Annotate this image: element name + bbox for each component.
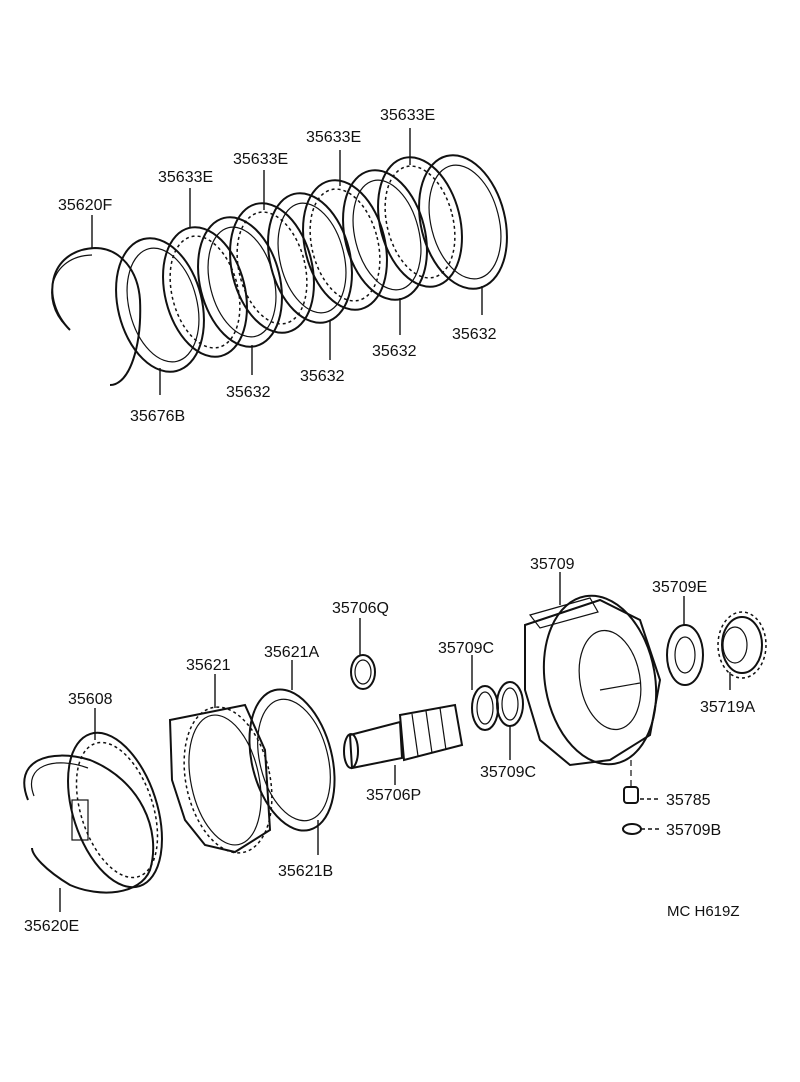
label-35709C-2: 35709C [480, 764, 536, 781]
clutch-pack-group: 35620F 35676B 35633E 35633E 35633E 35633… [51, 107, 520, 425]
label-35709E: 35709E [652, 579, 707, 596]
snap-ring-35620E[interactable] [23, 754, 155, 894]
label-35621B: 35621B [278, 863, 333, 880]
label-35608: 35608 [68, 691, 113, 708]
label-35719A: 35719A [700, 699, 755, 716]
label-35620E: 35620E [24, 918, 79, 935]
lower-leaders [59, 572, 731, 912]
piston-springs [71, 799, 89, 841]
label-35620F: 35620F [58, 197, 112, 214]
label-35785: 35785 [666, 792, 711, 809]
retaining-plate-35676B[interactable] [103, 229, 217, 381]
friction-disc-1[interactable] [150, 218, 260, 365]
lower-assembly-group: 35608 35620E 35621 35621A 35621B 35706Q … [23, 556, 767, 935]
shaft-35706P[interactable] [343, 703, 464, 770]
plate-35621B[interactable] [246, 692, 342, 829]
washer-35709E[interactable] [666, 624, 704, 686]
label-35633E-3: 35633E [306, 129, 361, 146]
steel-plate-3[interactable] [330, 161, 440, 308]
label-35632-3: 35632 [372, 343, 417, 360]
plate-35621A[interactable] [236, 680, 348, 839]
steel-plate-4[interactable] [406, 146, 520, 298]
label-35709B: 35709B [666, 822, 721, 839]
label-35633E-1: 35633E [158, 169, 213, 186]
label-35676B: 35676B [130, 408, 185, 425]
friction-disc-3[interactable] [290, 171, 400, 318]
label-35709C-1: 35709C [438, 640, 494, 657]
label-35706Q: 35706Q [332, 600, 389, 617]
friction-disc-2[interactable] [217, 194, 327, 341]
gear-35719A[interactable] [717, 611, 767, 679]
steel-plate-1[interactable] [185, 208, 295, 355]
pin-35785[interactable] [623, 786, 639, 804]
label-35709: 35709 [530, 556, 575, 573]
label-35706P: 35706P [366, 787, 421, 804]
steel-plate-2[interactable] [255, 184, 365, 331]
diagram-code: MC H619Z [667, 903, 740, 920]
label-35632-4: 35632 [452, 326, 497, 343]
friction-disc-4[interactable] [365, 148, 475, 295]
label-35632-1: 35632 [226, 384, 271, 401]
label-35621A: 35621A [264, 644, 319, 661]
seal-ring-35706Q[interactable] [350, 654, 376, 690]
oring-35709B[interactable] [622, 823, 642, 835]
snap-ring-35620F[interactable] [51, 246, 142, 386]
label-35632-2: 35632 [300, 368, 345, 385]
drum-35709[interactable] [524, 587, 669, 774]
label-35621: 35621 [186, 657, 231, 674]
label-35633E-2: 35633E [233, 151, 288, 168]
clutch-leaders [91, 128, 483, 395]
piston-35608[interactable] [50, 721, 179, 899]
label-35633E-4: 35633E [380, 107, 435, 124]
